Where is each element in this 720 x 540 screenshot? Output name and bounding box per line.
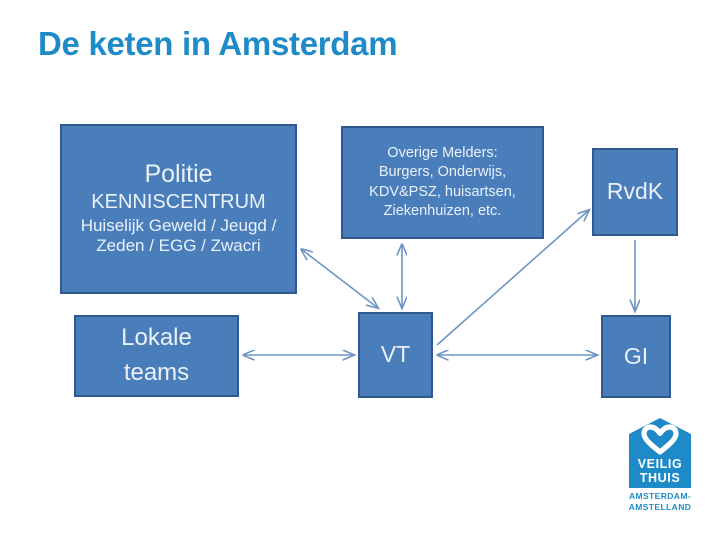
veilig-thuis-logo: VEILIG THUIS AMSTERDAM- AMSTELLAND [622,417,698,537]
logo-mark-line-2: THUIS [640,471,681,485]
lokale-teams-line-2: teams [123,359,190,386]
logo-caption-line-1: AMSTERDAM- [628,491,692,501]
gi-label: GI [623,342,649,369]
rvdk-label: RvdK [606,178,664,205]
politie-line-1: Politie [144,159,213,188]
logo-caption-line-2: AMSTELLAND [628,501,692,512]
lokale-teams-line-1: Lokale [121,324,192,352]
logo-mark-line-1: VEILIG [638,457,683,471]
diagram-node-politie[interactable]: Politie KENNISCENTRUM Huiselijk Geweld /… [60,124,297,294]
melders-line-2: Burgers, Onderwijs, [378,164,507,181]
diagram-node-lokale-teams[interactable]: Lokale teams [74,315,239,397]
melders-line-1: Overige Melders: [387,145,498,162]
diagram-node-rvdk[interactable]: RvdK [592,148,678,236]
melders-line-4: Ziekenhuizen, etc. [383,202,502,219]
page-title: De keten in Amsterdam [38,25,398,62]
politie-line-3: Huiselijk Geweld / Jeugd / [80,216,277,235]
diagram-node-overige-melders[interactable]: Overige Melders: Burgers, Onderwijs, KDV… [341,126,544,239]
connector-politie-vt [301,249,378,308]
vt-label: VT [380,341,411,368]
melders-line-3: KDV&PSZ, huisartsen, [369,183,516,200]
diagram-node-vt[interactable]: VT [358,312,433,398]
connector-politie-right-stub [301,249,341,275]
connector-vt-rvdk [436,210,589,346]
politie-line-2: KENNISCENTRUM [91,191,266,214]
logo-caption: AMSTERDAM- AMSTELLAND [622,491,698,512]
diagram-node-gi[interactable]: GI [601,315,671,398]
veilig-thuis-house-heart-icon: VEILIG THUIS [629,418,691,488]
politie-line-4: Zeden / EGG / Zwacri [96,236,261,256]
